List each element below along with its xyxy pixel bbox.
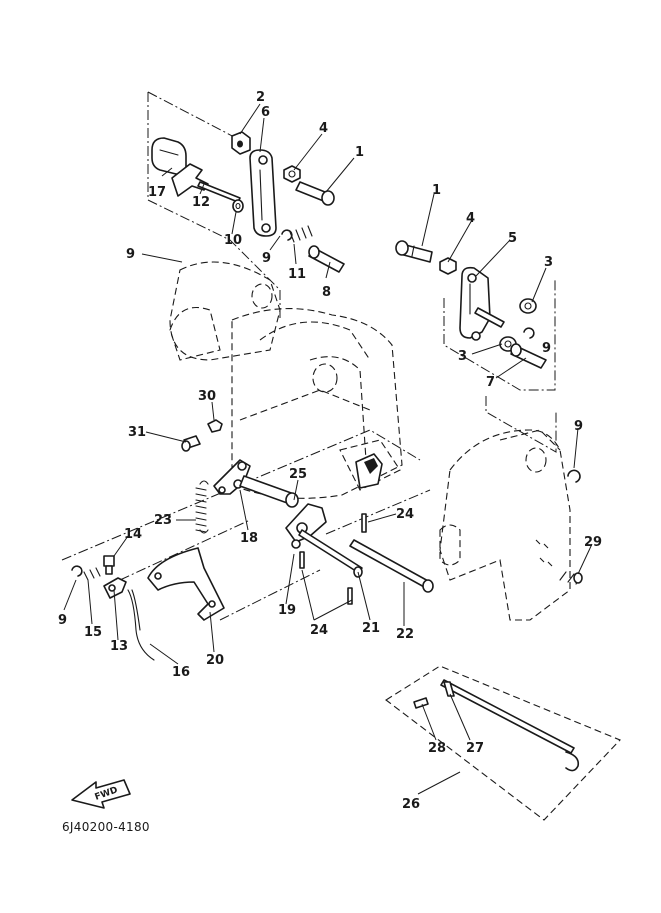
part-10-washer (232, 199, 244, 213)
part-29-spring (559, 571, 583, 585)
part-21-rod (298, 529, 363, 578)
callout-8: 8 (322, 285, 331, 300)
part-1-bolt-upper (295, 181, 335, 206)
part-4-nut-b (439, 257, 457, 275)
part-11-spring (289, 225, 313, 243)
drawing-code: 6J40200-4180 (62, 820, 150, 834)
part-13-lever (103, 577, 127, 599)
callout-9: 9 (542, 341, 551, 356)
callout-3: 3 (544, 255, 553, 270)
lower-right-group-frame (385, 665, 621, 821)
part-5-bracket (459, 266, 505, 341)
callout-31: 31 (128, 425, 146, 440)
callout-7: 7 (486, 375, 495, 390)
callout-4: 4 (466, 211, 475, 226)
callout-13: 13 (110, 639, 128, 654)
tilt-lock-piece (355, 453, 383, 489)
swivel-bracket-body (169, 261, 403, 499)
part-18-lever-plate (213, 459, 251, 495)
callout-12: 12 (192, 195, 210, 210)
part-16-spring-wire (127, 589, 155, 661)
callout-26: 26 (402, 797, 420, 812)
part-3-washer-a (519, 298, 537, 314)
clamp-bracket-body (439, 429, 571, 621)
part-9-circlip-d (567, 469, 581, 483)
part-9-circlip-c (523, 327, 535, 339)
callout-6: 6 (261, 105, 270, 120)
callout-18: 18 (240, 531, 258, 546)
right-clamp-frame (485, 396, 557, 453)
callout-21: 21 (362, 621, 380, 636)
part-19-plate (285, 503, 327, 549)
callout-22: 22 (396, 627, 414, 642)
leader-lines (63, 103, 593, 795)
callout-9: 9 (126, 247, 135, 262)
callout-29: 29 (584, 535, 602, 550)
part-28-pin (413, 697, 429, 709)
part-8-pin (308, 245, 345, 273)
part-30-clip (207, 419, 223, 433)
part-31-screw (181, 435, 201, 452)
callout-1: 1 (355, 145, 364, 160)
callout-19: 19 (278, 603, 296, 618)
upper-left-group-frame (147, 92, 281, 320)
callout-14: 14 (124, 527, 142, 542)
callout-20: 20 (206, 653, 224, 668)
part-17-grip (151, 137, 187, 175)
part-4-nut (283, 165, 301, 183)
callout-17: 17 (148, 185, 166, 200)
callout-9: 9 (58, 613, 67, 628)
callout-2: 2 (256, 90, 265, 105)
callout-10: 10 (224, 233, 242, 248)
callout-1: 1 (432, 183, 441, 198)
callout-28: 28 (428, 741, 446, 756)
part-7-pin (510, 343, 547, 369)
callout-numbers: 2 6 4 1 17 12 10 9 11 8 9 1 4 5 3 9 3 7 … (58, 90, 602, 812)
callout-25: 25 (289, 467, 307, 482)
callout-9: 9 (574, 419, 583, 434)
callout-27: 27 (466, 741, 484, 756)
part-20-bracket (147, 547, 225, 621)
part-15-spring (83, 567, 101, 581)
part-2-spacer (231, 131, 251, 155)
upper-right-group-frame (443, 280, 556, 391)
part-27-link-rod (440, 679, 580, 772)
callout-30: 30 (198, 389, 216, 404)
callout-24: 24 (310, 623, 328, 638)
lower-left-group-frame (61, 429, 421, 561)
callout-4: 4 (319, 121, 328, 136)
callout-24: 24 (396, 507, 414, 522)
part-9-circlip-a (281, 229, 293, 241)
part-14-screw (103, 555, 115, 575)
callout-11: 11 (288, 267, 306, 282)
callout-3: 3 (458, 349, 467, 364)
callout-5: 5 (508, 231, 517, 246)
callout-9: 9 (262, 251, 271, 266)
fwd-direction-arrow: FWD (71, 779, 131, 809)
part-6-bracket-plate (249, 149, 277, 237)
callout-15: 15 (84, 625, 102, 640)
callout-16: 16 (172, 665, 190, 680)
part-22-long-rod (349, 539, 434, 593)
part-1-bolt-lower (395, 240, 433, 263)
callout-23: 23 (154, 513, 172, 528)
part-9-circlip-e (71, 565, 83, 577)
part-24-pin-a (361, 513, 367, 533)
part-23-spring (195, 480, 209, 534)
